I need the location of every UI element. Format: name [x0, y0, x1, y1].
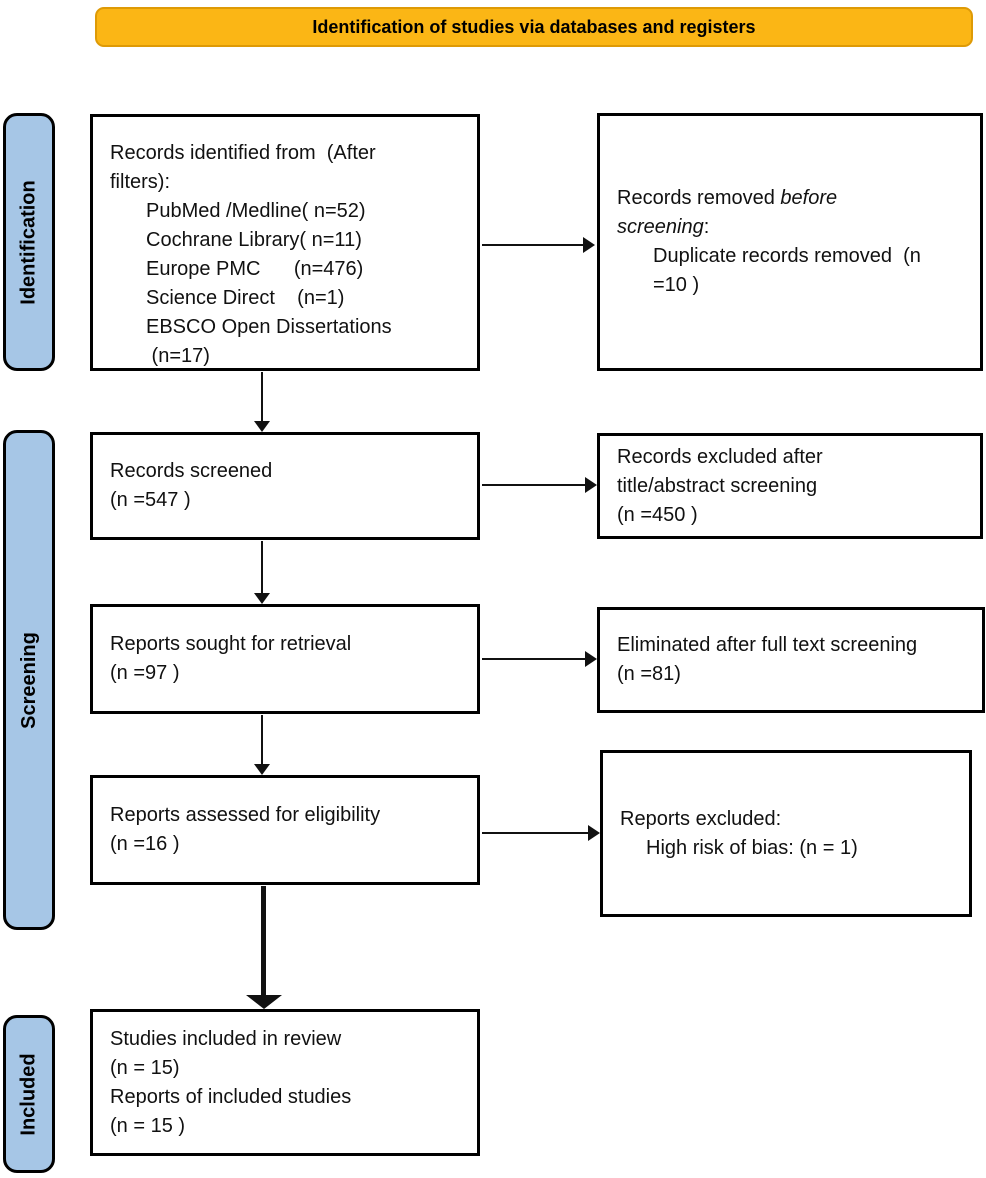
records-removed-italic: screening	[617, 216, 704, 238]
arrow-shaft	[261, 715, 263, 765]
phase-label-included: Included	[3, 1015, 55, 1173]
eliminated-label: Eliminated after full text screening	[617, 634, 918, 656]
banner-identification-via-databases: Identification of studies via databases …	[95, 7, 973, 47]
reports-sought-label: Reports sought for retrieval	[110, 633, 352, 655]
arrow-shaft	[261, 541, 263, 594]
arrow-shaft	[261, 886, 266, 996]
down-arrow-screened-to-sought	[252, 541, 272, 604]
box-studies-included: Studies included in review (n = 15) Repo…	[90, 1009, 480, 1156]
arrow-head-icon	[254, 421, 270, 432]
records-removed-italic: before	[780, 187, 838, 209]
box-eliminated-full-text: Eliminated after full text screening (n …	[597, 607, 985, 713]
duplicates-removed-count: =10 )	[653, 274, 700, 296]
arrow-shaft	[482, 832, 589, 834]
records-identified-line: Records identified from (After	[110, 142, 376, 164]
studies-included-label: Studies included in review	[110, 1027, 342, 1050]
box-reports-excluded: Reports excluded: High risk of bias: (n …	[600, 750, 972, 917]
reports-assessed-label: Reports assessed for eligibility	[110, 804, 381, 826]
banner-title: Identification of studies via databases …	[312, 16, 756, 37]
box-records-screened: Records screened (n =547 )	[90, 432, 480, 540]
box-records-removed-before-screening: Records removed before screening: Duplic…	[597, 113, 983, 371]
reports-sought-count: (n =97 )	[110, 662, 180, 684]
arrow-shaft	[482, 244, 584, 246]
arrow-head-icon	[254, 764, 270, 775]
reports-included-label: Reports of included studies	[110, 1085, 352, 1108]
records-excluded-count: (n =450 )	[617, 503, 698, 526]
box-reports-sought: Reports sought for retrieval (n =97 )	[90, 604, 480, 714]
records-screened-label: Records screened	[110, 460, 273, 482]
down-arrow-assessed-to-included	[244, 886, 284, 1009]
box-records-excluded-title-abstract: Records excluded after title/abstract sc…	[597, 433, 983, 539]
arrow-head-icon	[246, 995, 282, 1009]
studies-included-count: (n = 15)	[110, 1056, 180, 1079]
records-removed-line: screening:	[617, 213, 972, 242]
down-arrow-identified-to-screened	[252, 372, 272, 432]
records-identified-line: filters):	[110, 171, 170, 193]
eliminated-count: (n =81)	[617, 663, 681, 685]
box-records-identified: Records identified from (After filters):…	[90, 114, 480, 371]
arrow-shaft	[261, 372, 263, 422]
phase-label-screening: Screening	[3, 430, 55, 930]
down-arrow-sought-to-assessed	[252, 715, 272, 775]
source-cochrane: Cochrane Library( n=11)	[146, 229, 362, 251]
phase-label-identification-text: Identification	[17, 179, 40, 305]
records-removed-line: Records removed before	[617, 184, 972, 213]
right-arrow-sought-to-eliminated	[482, 651, 597, 667]
right-arrow-screened-to-excluded	[482, 477, 597, 493]
reports-excluded-label: Reports excluded:	[620, 807, 782, 830]
arrow-head-icon	[588, 825, 600, 841]
right-arrow-identified-to-removed	[482, 237, 595, 253]
reports-included-count: (n = 15 )	[110, 1114, 186, 1137]
box-reports-assessed: Reports assessed for eligibility (n =16 …	[90, 775, 480, 885]
source-pubmed: PubMed /Medline( n=52)	[146, 200, 366, 222]
arrow-shaft	[482, 484, 586, 486]
phase-label-included-text: Included	[17, 1052, 40, 1136]
records-removed-text: Records removed	[617, 187, 781, 209]
source-science-direct: Science Direct (n=1)	[146, 287, 345, 309]
records-screened-count: (n =547 )	[110, 489, 191, 511]
high-risk-of-bias-line: High risk of bias: (n = 1)	[646, 836, 858, 859]
arrow-head-icon	[583, 237, 595, 253]
arrow-shaft	[482, 658, 586, 660]
arrow-head-icon	[254, 593, 270, 604]
right-arrow-assessed-to-reports-excluded	[482, 825, 600, 841]
records-excluded-line: Records excluded after	[617, 445, 823, 468]
duplicates-removed-line: Duplicate records removed (n	[653, 245, 921, 267]
phase-label-identification: Identification	[3, 113, 55, 371]
records-excluded-line: title/abstract screening	[617, 474, 818, 497]
phase-label-screening-text: Screening	[17, 631, 40, 729]
records-removed-text: :	[703, 216, 710, 238]
source-ebsco-count: (n=17)	[146, 345, 210, 367]
reports-assessed-count: (n =16 )	[110, 833, 180, 855]
arrow-head-icon	[585, 651, 597, 667]
arrow-head-icon	[585, 477, 597, 493]
source-ebsco: EBSCO Open Dissertations	[146, 316, 392, 338]
source-europe-pmc: Europe PMC (n=476)	[146, 258, 364, 280]
